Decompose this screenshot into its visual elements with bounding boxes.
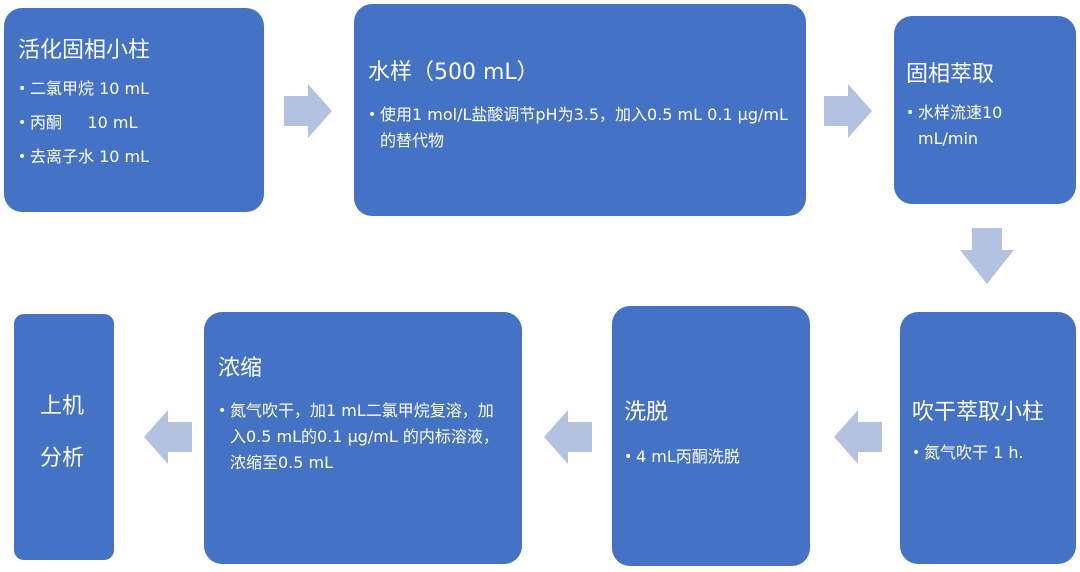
step-concentration: 浓缩 氮气吹干，加1 mL二氯甲烷复溶，加入0.5 mL的0.1 μg/mL 的… xyxy=(204,312,522,564)
step-instrument-analysis: 上机 分析 xyxy=(14,314,114,560)
step-title: 固相萃取 xyxy=(906,62,995,87)
arrow-right-icon xyxy=(824,84,872,138)
step-bullet: 水样流速10 mL/min xyxy=(906,100,1062,152)
step-title-line: 分析 xyxy=(40,446,85,471)
step-activate-spe-cartridge: 活化固相小柱 二氯甲烷 10 mL 丙酮 10 mL 去离子水 10 mL xyxy=(4,8,264,212)
step-elution: 洗脱 4 mL丙酮洗脱 xyxy=(612,306,810,566)
step-bullet: 4 mL丙酮洗脱 xyxy=(624,444,800,470)
step-bullet: 使用1 mol/L盐酸调节pH为3.5，加入0.5 mL 0.1 μg/mL的替… xyxy=(368,102,788,154)
step-title: 水样（500 mL） xyxy=(368,60,539,85)
step-title: 浓缩 xyxy=(218,356,263,381)
step-dry-cartridge: 吹干萃取小柱 氮气吹干 1 h. xyxy=(900,312,1076,564)
step-water-sample: 水样（500 mL） 使用1 mol/L盐酸调节pH为3.5，加入0.5 mL … xyxy=(354,4,806,216)
arrow-down-icon xyxy=(960,228,1014,284)
step-solid-phase-extraction: 固相萃取 水样流速10 mL/min xyxy=(894,16,1076,204)
step-bullet: 二氯甲烷 10 mL xyxy=(18,76,264,102)
step-title: 吹干萃取小柱 xyxy=(912,400,1045,425)
step-title: 活化固相小柱 xyxy=(18,38,151,63)
step-title-line: 上机 xyxy=(40,394,85,419)
arrow-left-icon xyxy=(144,410,192,464)
step-bullet: 氮气吹干 1 h. xyxy=(912,440,1070,466)
step-bullet: 丙酮 10 mL xyxy=(18,110,264,136)
step-bullet: 去离子水 10 mL xyxy=(18,144,264,170)
arrow-left-icon xyxy=(834,410,882,464)
arrow-left-icon xyxy=(544,410,592,464)
step-title: 洗脱 xyxy=(624,400,669,425)
arrow-right-icon xyxy=(284,84,332,138)
step-bullet: 氮气吹干，加1 mL二氯甲烷复溶，加入0.5 mL的0.1 μg/mL 的内标溶… xyxy=(218,398,502,476)
